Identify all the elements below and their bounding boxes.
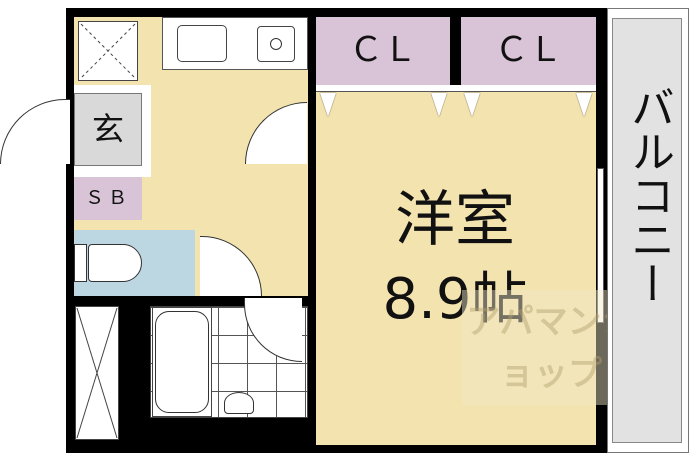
closet-door-marker [464, 93, 480, 117]
balcony-label: バルコニー [623, 85, 674, 305]
room-size: 8.9帖 [382, 267, 528, 332]
closet-door-marker [576, 93, 592, 117]
stove-icon [257, 26, 295, 62]
toilet-tank [74, 244, 87, 282]
storage-bottom [75, 306, 119, 440]
room-name: 洋室 [395, 185, 515, 255]
shoe-box-label: ＳＢ [84, 187, 131, 209]
balcony-floor [612, 18, 682, 443]
closet-rail [316, 85, 596, 92]
cross-icon [76, 307, 118, 439]
storage-closet [78, 21, 138, 81]
bathtub [152, 307, 212, 417]
bathtub-icon [155, 311, 209, 413]
front-door [0, 99, 70, 164]
cross-icon [80, 23, 136, 79]
closet-door-marker [320, 93, 336, 117]
entrance-area [74, 93, 142, 166]
closet-1-label: ＣＬ [349, 30, 417, 70]
closet-door-marker [431, 93, 447, 117]
toilet-icon [88, 244, 142, 282]
burner-icon [270, 38, 282, 50]
closet-divider [450, 17, 461, 91]
closet-2 [461, 17, 596, 85]
sink-icon [224, 392, 254, 414]
balcony-window [597, 168, 604, 323]
entrance-label: 玄 [91, 110, 124, 148]
closet-2-label: ＣＬ [494, 30, 563, 70]
shoe-box [74, 177, 142, 220]
sink-icon [177, 25, 227, 62]
closet-1 [316, 17, 450, 85]
